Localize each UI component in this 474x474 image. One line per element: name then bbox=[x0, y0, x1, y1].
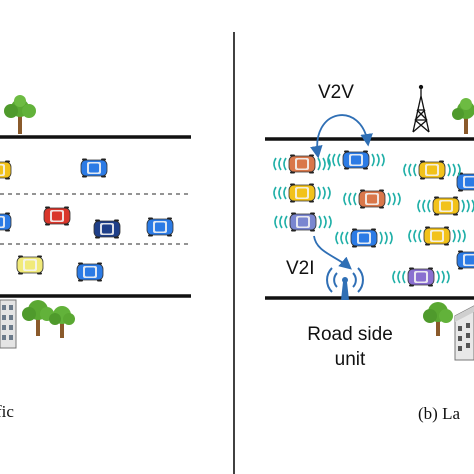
rsu-label-line1: Road side bbox=[307, 324, 393, 345]
car-icon bbox=[423, 226, 451, 246]
signal-wave-icon bbox=[403, 163, 417, 177]
car-icon bbox=[0, 160, 12, 180]
car-icon bbox=[80, 158, 108, 178]
rsu-antenna-icon bbox=[326, 267, 364, 300]
signal-wave-icon bbox=[371, 153, 385, 167]
left-road bbox=[0, 135, 191, 298]
car-icon bbox=[288, 183, 316, 203]
signal-wave-icon bbox=[408, 229, 422, 243]
signal-wave-icon bbox=[335, 231, 349, 245]
car-icon bbox=[0, 212, 12, 232]
left-panel-caption: fic bbox=[0, 402, 14, 421]
signal-wave-icon bbox=[436, 270, 450, 284]
car-icon bbox=[358, 189, 386, 209]
signal-wave-icon bbox=[452, 229, 466, 243]
car-icon bbox=[43, 206, 71, 226]
car-icon bbox=[456, 172, 474, 192]
signal-wave-icon bbox=[273, 157, 287, 171]
car-icon bbox=[289, 212, 317, 232]
signal-wave-icon bbox=[417, 199, 431, 213]
v2v-label: V2V bbox=[318, 82, 354, 103]
rsu-label: Road side unit bbox=[306, 322, 394, 372]
cell-tower-icon bbox=[412, 84, 430, 133]
car-icon bbox=[407, 267, 435, 287]
signal-wave-icon bbox=[461, 199, 474, 213]
car-icon bbox=[418, 160, 446, 180]
signal-wave-icon bbox=[273, 186, 287, 200]
signal-wave-icon bbox=[274, 215, 288, 229]
rsu-label-line2: unit bbox=[334, 349, 366, 370]
car-icon bbox=[146, 217, 174, 237]
v2i-arrow bbox=[313, 235, 352, 270]
signal-wave-icon bbox=[379, 231, 393, 245]
signal-wave-icon bbox=[327, 153, 341, 167]
signal-wave-icon bbox=[343, 192, 357, 206]
tree-icon bbox=[49, 306, 75, 338]
v2i-label: V2I bbox=[286, 258, 315, 279]
signal-wave-icon bbox=[318, 215, 332, 229]
tree-icon bbox=[4, 95, 36, 134]
signal-wave-icon bbox=[392, 270, 406, 284]
signal-wave-icon bbox=[447, 163, 461, 177]
signal-waves bbox=[273, 153, 474, 284]
tree-icon bbox=[22, 300, 54, 336]
tree-icon bbox=[423, 302, 453, 336]
car-icon bbox=[16, 255, 44, 275]
car-icon bbox=[93, 219, 121, 239]
tree-icon bbox=[452, 98, 474, 134]
car-icon bbox=[350, 228, 378, 248]
vehicles bbox=[0, 150, 474, 287]
car-icon bbox=[76, 262, 104, 282]
building-icon bbox=[0, 299, 17, 349]
v2v-arrow bbox=[310, 114, 373, 159]
car-icon bbox=[456, 250, 474, 270]
signal-wave-icon bbox=[387, 192, 401, 206]
car-icon bbox=[288, 154, 316, 174]
car-icon bbox=[432, 196, 460, 216]
right-panel-caption: (b) La bbox=[418, 404, 461, 423]
car-icon bbox=[342, 150, 370, 170]
building-icon bbox=[454, 305, 474, 361]
signal-wave-icon bbox=[317, 186, 331, 200]
